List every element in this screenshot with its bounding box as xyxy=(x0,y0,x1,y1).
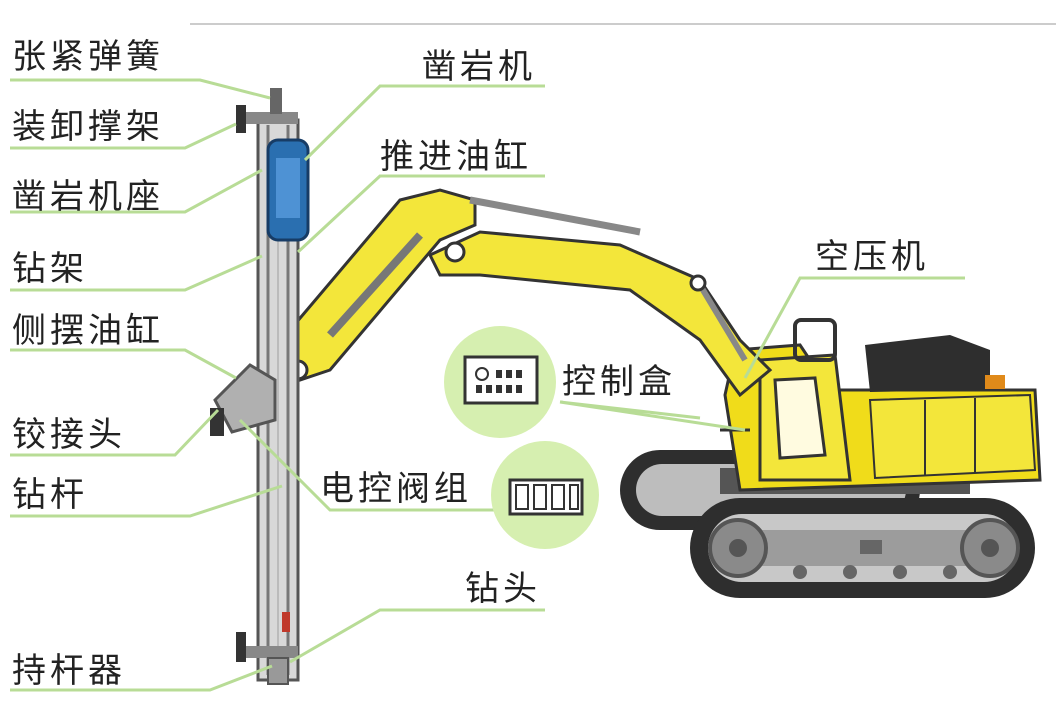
label-feed-cylinder: 推进油缸 xyxy=(380,137,532,177)
label-tension-spring: 张紧弹簧 xyxy=(12,37,164,77)
label-hinge-joint: 铰接头 xyxy=(12,415,126,455)
label-air-compressor: 空压机 xyxy=(815,237,929,277)
label-drill-bit: 钻头 xyxy=(465,569,541,609)
label-rock-drill-seat: 凿岩机座 xyxy=(12,177,164,217)
label-drill-frame: 钻架 xyxy=(12,249,88,289)
excavator-boom xyxy=(287,188,773,398)
label-loading-bracket: 装卸撑架 xyxy=(12,107,164,147)
label-rock-drill: 凿岩机 xyxy=(422,47,536,87)
label-rod-holder: 持杆器 xyxy=(12,651,126,691)
excavator-body xyxy=(720,318,1042,494)
label-drill-rod: 钻杆 xyxy=(12,475,88,515)
control-box-badge xyxy=(444,326,556,438)
leader-lines xyxy=(10,78,965,692)
drill-mast xyxy=(210,88,310,685)
valve-group-badge xyxy=(491,441,599,549)
label-control-box: 控制盒 xyxy=(562,362,676,402)
label-electric-valve-group: 电控阀组 xyxy=(320,469,472,509)
label-side-swing-cylinder: 侧摆油缸 xyxy=(12,311,164,351)
